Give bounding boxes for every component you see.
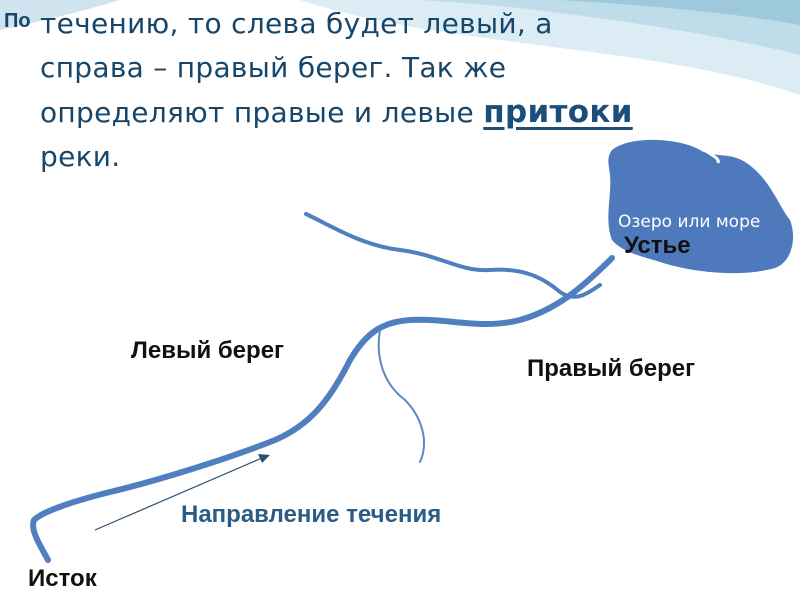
description-line-3-text: определяют правые и левые bbox=[40, 96, 484, 129]
left-bank-label: Левый берег bbox=[131, 337, 285, 364]
right-tributary bbox=[377, 329, 425, 463]
lake-label: Озеро или море bbox=[618, 212, 761, 232]
wave-decoration bbox=[0, 0, 800, 95]
wave-band-mid bbox=[420, 0, 800, 55]
tributaries-keyword: притоки bbox=[483, 94, 633, 130]
wave-band-left bbox=[0, 0, 120, 30]
left-tributary bbox=[304, 212, 602, 299]
flow-direction-arrow bbox=[94, 457, 263, 531]
wave-band-dark bbox=[560, 0, 800, 25]
description-line-3: определяют правые и левые притоки bbox=[40, 90, 780, 135]
source-label: Исток bbox=[28, 565, 97, 592]
main-river bbox=[30, 255, 615, 563]
description-line-4: реки. bbox=[40, 140, 121, 173]
right-bank-label: Правый берег bbox=[527, 355, 696, 382]
lake-inlet-notch bbox=[704, 148, 720, 164]
description-line-2: справа – правый берег. Так же bbox=[40, 51, 507, 84]
flow-direction-label: Направление течения bbox=[181, 501, 442, 528]
flow-direction-arrowhead bbox=[258, 454, 270, 463]
lake-shape bbox=[608, 139, 794, 274]
description-line-1: течению, то слева будет левый, а bbox=[40, 7, 553, 40]
description-text: течению, то слева будет левый, а справа … bbox=[40, 2, 780, 179]
text-prefix: По bbox=[4, 10, 31, 32]
mouth-label: Устье bbox=[624, 232, 691, 259]
